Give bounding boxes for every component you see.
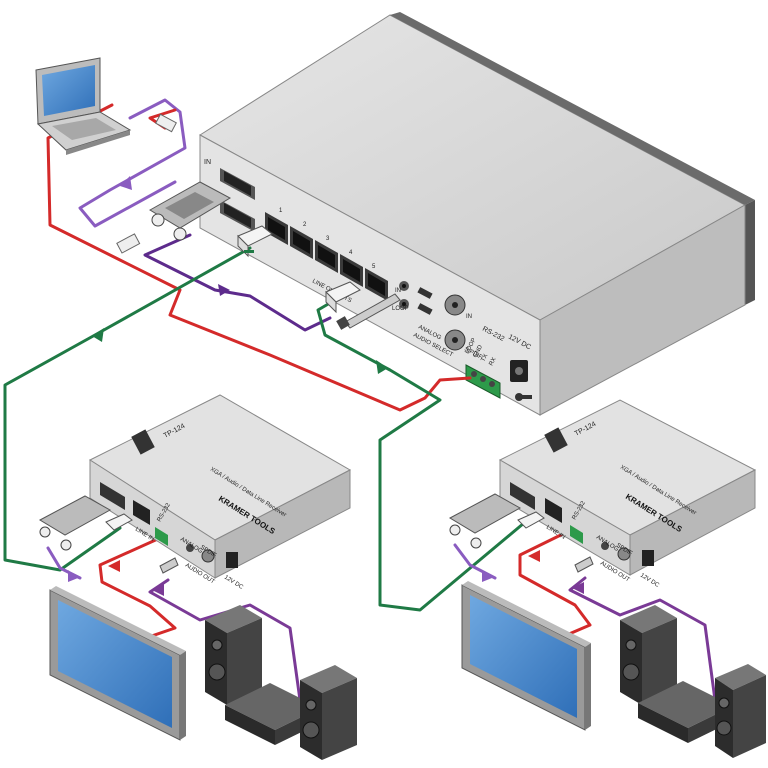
rs232-cable-main xyxy=(46,103,472,412)
power-plug-icon xyxy=(515,393,532,401)
port-number-5: 5 xyxy=(372,264,376,270)
terminal-tx-label: TX xyxy=(480,353,489,363)
audio-loop-label: LOOP xyxy=(392,306,409,312)
dc-power-jack[interactable] xyxy=(510,360,528,382)
receiver-left: TP-124 XGA / Audio / Data Line Receiver … xyxy=(88,394,352,592)
rj45-port-4[interactable] xyxy=(340,254,363,287)
main-in-label: IN xyxy=(204,159,211,166)
receiver-right-dc-label: 12V DC xyxy=(639,573,661,590)
main-transmitter-unit: IN xyxy=(199,12,755,416)
laptop-icon xyxy=(35,57,132,155)
receiver-left-spdif-connector[interactable] xyxy=(201,549,215,563)
port-number-4: 4 xyxy=(349,250,353,256)
rj45-port-1[interactable] xyxy=(265,212,288,245)
vga-loop-port[interactable] xyxy=(220,200,255,232)
kramer-logo-icon xyxy=(131,429,155,455)
spdif-in-label: IN xyxy=(466,314,472,320)
receiver-left-rs232-terminal[interactable] xyxy=(155,527,168,546)
cable-ferrite-icon xyxy=(116,233,141,254)
receiver-left-analog-jack[interactable] xyxy=(186,544,194,552)
vga-plug-main xyxy=(149,181,232,241)
receiver-right-rs232-terminal[interactable] xyxy=(570,525,583,544)
audio-in-label: IN xyxy=(395,288,401,294)
vga-cable-left-display xyxy=(46,546,82,580)
speaker-icon xyxy=(300,665,357,760)
vga-cable-loop xyxy=(143,233,332,332)
rj45-port-3[interactable] xyxy=(315,240,338,273)
audio-plug-right-receiver xyxy=(574,556,594,573)
display-icon xyxy=(461,581,591,731)
rj45-plug-main-3 xyxy=(325,281,361,314)
twisted-pair-cable-right xyxy=(316,298,532,612)
twisted-pair-cable-left xyxy=(3,246,252,572)
rs232-cable-right-receiver xyxy=(518,526,592,642)
receiver-left-line-in-port[interactable] xyxy=(133,500,150,525)
speaker-icon xyxy=(205,605,262,705)
port-number-2: 2 xyxy=(303,222,307,228)
receiver-right-dc-jack[interactable] xyxy=(642,550,654,566)
kramer-logo-icon xyxy=(544,427,568,453)
rj45-plug-main-1 xyxy=(237,225,273,258)
rj45-port-5[interactable] xyxy=(365,268,388,301)
port-number-1: 1 xyxy=(279,208,283,214)
vga-cable-right-display xyxy=(453,543,497,580)
rj45-plug-right-receiver xyxy=(517,511,545,529)
receiver-left-vga-port[interactable] xyxy=(100,482,125,510)
vga-cable-in xyxy=(78,98,187,228)
rj45-port-2[interactable] xyxy=(290,226,313,259)
rj45-plug-left-receiver xyxy=(105,513,133,531)
audio-plug-left-receiver xyxy=(159,557,179,574)
terminal-rx-label: RX xyxy=(488,357,497,367)
vga-in-port[interactable] xyxy=(220,168,255,200)
cable-ferrite-icon xyxy=(155,113,177,133)
audio-select-switch[interactable] xyxy=(417,287,433,299)
receiver-right-line-in-port[interactable] xyxy=(545,498,562,523)
vga-plug-left-receiver xyxy=(38,495,112,551)
port-number-3: 3 xyxy=(326,236,330,242)
rs232-cable-left-receiver xyxy=(98,536,177,642)
receiver-right: TP-124 XGA / Audio / Data Line Receiver … xyxy=(498,399,757,590)
receiver-left-dc-jack[interactable] xyxy=(226,552,238,568)
receiver-left-dc-label: 12V DC xyxy=(223,575,245,592)
speaker-icon xyxy=(715,664,766,758)
receiver-right-spdif-connector[interactable] xyxy=(617,547,631,561)
receiver-right-analog-jack[interactable] xyxy=(601,542,609,550)
display-icon xyxy=(49,586,186,741)
audio-jack-plug xyxy=(336,293,401,330)
terminal-gnd-label: GND xyxy=(472,344,484,359)
cables xyxy=(3,98,717,702)
receiver-right-vga-port[interactable] xyxy=(510,482,535,510)
vga-plug-right-receiver xyxy=(448,493,522,549)
speaker-icon xyxy=(620,605,677,705)
